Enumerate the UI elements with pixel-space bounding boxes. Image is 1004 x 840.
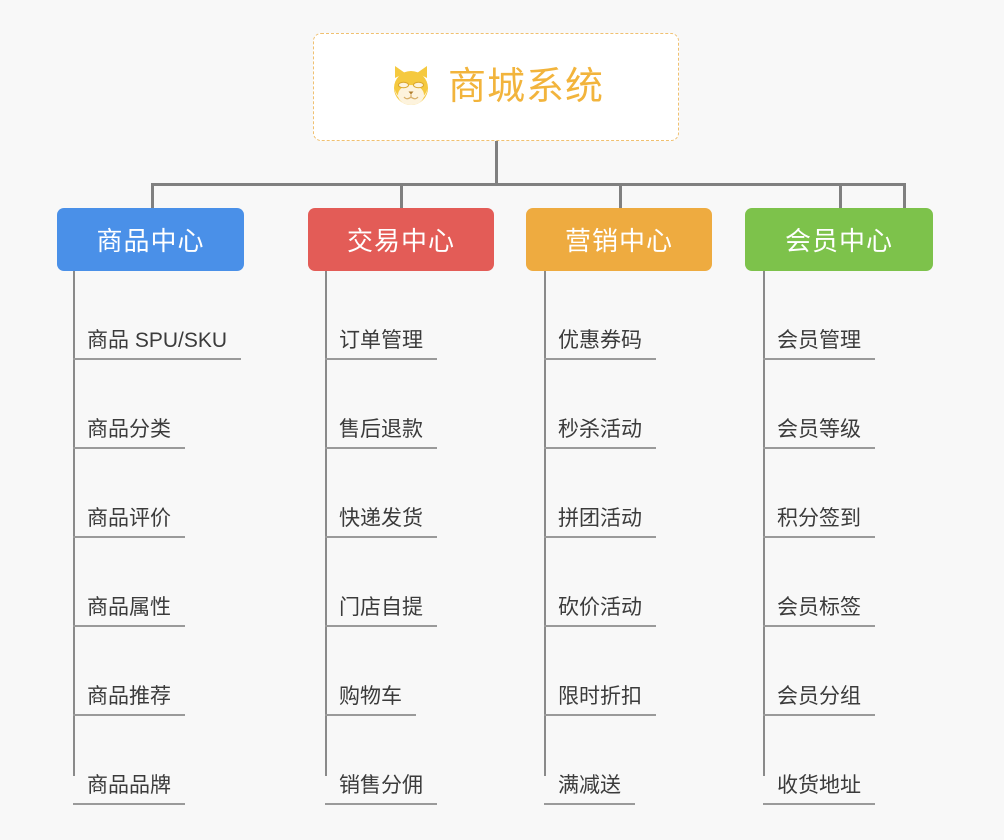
leaf-list: 会员管理 会员等级 积分签到 会员标签 会员分组 收货地址 — [745, 271, 933, 805]
leaf-label: 商品属性 — [73, 596, 185, 627]
leaf-label: 收货地址 — [763, 774, 875, 805]
leaf-label: 商品 SPU/SKU — [73, 329, 242, 360]
leaf-item[interactable]: 会员标签 — [763, 538, 933, 627]
branch-column-trade: 交易中心 订单管理 售后退款 快递发货 门店自提 购物车 销售分佣 — [308, 183, 494, 805]
leaf-item[interactable]: 售后退款 — [325, 360, 494, 449]
category-node-trade[interactable]: 交易中心 — [308, 208, 494, 271]
leaf-label: 优惠券码 — [544, 329, 656, 360]
leaf-label: 订单管理 — [325, 329, 437, 360]
leaf-item[interactable]: 商品品牌 — [73, 716, 244, 805]
category-label: 商品中心 — [96, 226, 205, 256]
branch-trunk-line — [73, 271, 75, 776]
branch-column-marketing: 营销中心 优惠券码 秒杀活动 拼团活动 砍价活动 限时折扣 满减送 — [526, 183, 712, 805]
leaf-label: 售后退款 — [325, 418, 437, 449]
leaf-list: 订单管理 售后退款 快递发货 门店自提 购物车 销售分佣 — [308, 271, 494, 805]
category-label: 会员中心 — [784, 226, 893, 256]
root-stem-connector — [495, 141, 498, 183]
leaf-item[interactable]: 会员等级 — [763, 360, 933, 449]
leaf-label: 门店自提 — [325, 596, 437, 627]
leaf-label: 会员标签 — [763, 596, 875, 627]
branch-column-member: 会员中心 会员管理 会员等级 积分签到 会员标签 会员分组 收货地址 — [745, 183, 933, 805]
leaf-item[interactable]: 商品 SPU/SKU — [73, 271, 244, 360]
leaf-label: 购物车 — [325, 685, 416, 716]
leaf-item[interactable]: 商品分类 — [73, 360, 244, 449]
leaf-item[interactable]: 商品推荐 — [73, 627, 244, 716]
leaf-item[interactable]: 积分签到 — [763, 449, 933, 538]
category-node-marketing[interactable]: 营销中心 — [526, 208, 712, 271]
leaf-label: 销售分佣 — [325, 774, 437, 805]
leaf-item[interactable]: 会员分组 — [763, 627, 933, 716]
root-title: 商城系统 — [447, 66, 604, 108]
leaf-item[interactable]: 销售分佣 — [325, 716, 494, 805]
leaf-item[interactable]: 优惠券码 — [544, 271, 712, 360]
leaf-label: 会员分组 — [763, 685, 875, 716]
shiba-dog-face-icon — [388, 64, 434, 110]
leaf-label: 商品评价 — [73, 507, 185, 538]
leaf-item[interactable]: 砍价活动 — [544, 538, 712, 627]
leaf-label: 会员管理 — [763, 329, 875, 360]
category-node-product[interactable]: 商品中心 — [57, 208, 244, 271]
leaf-label: 拼团活动 — [544, 507, 656, 538]
leaf-label: 商品推荐 — [73, 685, 185, 716]
branch-trunk-line — [544, 271, 546, 776]
root-node[interactable]: 商城系统 — [313, 33, 679, 141]
category-label: 交易中心 — [346, 226, 455, 256]
horizontal-bus-connector — [151, 183, 906, 186]
leaf-item[interactable]: 限时折扣 — [544, 627, 712, 716]
leaf-item[interactable]: 商品评价 — [73, 449, 244, 538]
category-label: 营销中心 — [564, 226, 673, 256]
branch-column-product: 商品中心 商品 SPU/SKU 商品分类 商品评价 商品属性 商品推荐 商品品牌 — [57, 183, 244, 805]
branch-drop-connector — [839, 183, 842, 208]
branch-trunk-line — [325, 271, 327, 776]
leaf-label: 秒杀活动 — [544, 418, 656, 449]
leaf-item[interactable]: 拼团活动 — [544, 449, 712, 538]
leaf-label: 积分签到 — [763, 507, 875, 538]
leaf-item[interactable]: 门店自提 — [325, 538, 494, 627]
leaf-item[interactable]: 会员管理 — [763, 271, 933, 360]
leaf-item[interactable]: 订单管理 — [325, 271, 494, 360]
leaf-label: 快递发货 — [325, 507, 437, 538]
leaf-label: 限时折扣 — [544, 685, 656, 716]
leaf-label: 会员等级 — [763, 418, 875, 449]
leaf-label: 砍价活动 — [544, 596, 656, 627]
branch-drop-connector — [400, 183, 403, 208]
leaf-label: 满减送 — [544, 774, 635, 805]
leaf-item[interactable]: 快递发货 — [325, 449, 494, 538]
branch-drop-connector — [619, 183, 622, 208]
leaf-item[interactable]: 商品属性 — [73, 538, 244, 627]
branch-trunk-line — [763, 271, 765, 776]
branch-drop-connector — [151, 183, 154, 208]
leaf-label: 商品分类 — [73, 418, 185, 449]
category-node-member[interactable]: 会员中心 — [745, 208, 933, 271]
leaf-item[interactable]: 满减送 — [544, 716, 712, 805]
bus-right-elbow-connector — [903, 183, 906, 208]
leaf-list: 优惠券码 秒杀活动 拼团活动 砍价活动 限时折扣 满减送 — [526, 271, 712, 805]
leaf-label: 商品品牌 — [73, 774, 185, 805]
leaf-list: 商品 SPU/SKU 商品分类 商品评价 商品属性 商品推荐 商品品牌 — [57, 271, 244, 805]
leaf-item[interactable]: 收货地址 — [763, 716, 933, 805]
leaf-item[interactable]: 秒杀活动 — [544, 360, 712, 449]
leaf-item[interactable]: 购物车 — [325, 627, 494, 716]
